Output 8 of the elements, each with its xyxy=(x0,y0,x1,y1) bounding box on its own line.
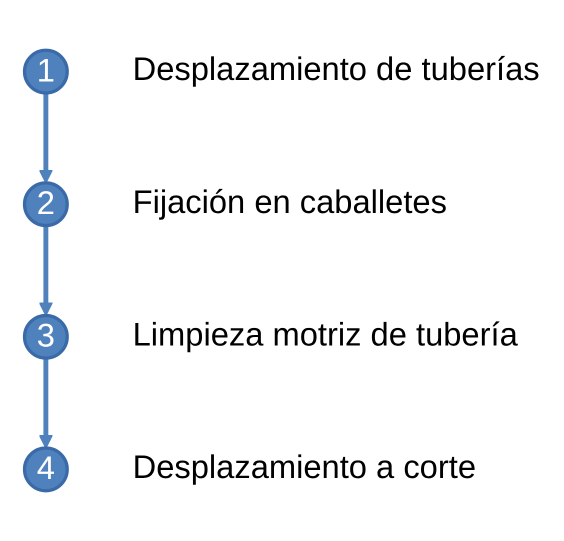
step-circle: 1 xyxy=(22,48,69,95)
step-label: Desplazamiento de tuberías xyxy=(132,50,540,88)
step-circle: 2 xyxy=(22,181,69,228)
step-circle: 3 xyxy=(22,314,69,360)
step-label: Fijación en caballetes xyxy=(132,182,447,220)
step-label: Desplazamiento a corte xyxy=(132,448,476,486)
step-circle: 4 xyxy=(22,446,69,492)
step-label: Limpieza motriz de tubería xyxy=(132,315,518,352)
